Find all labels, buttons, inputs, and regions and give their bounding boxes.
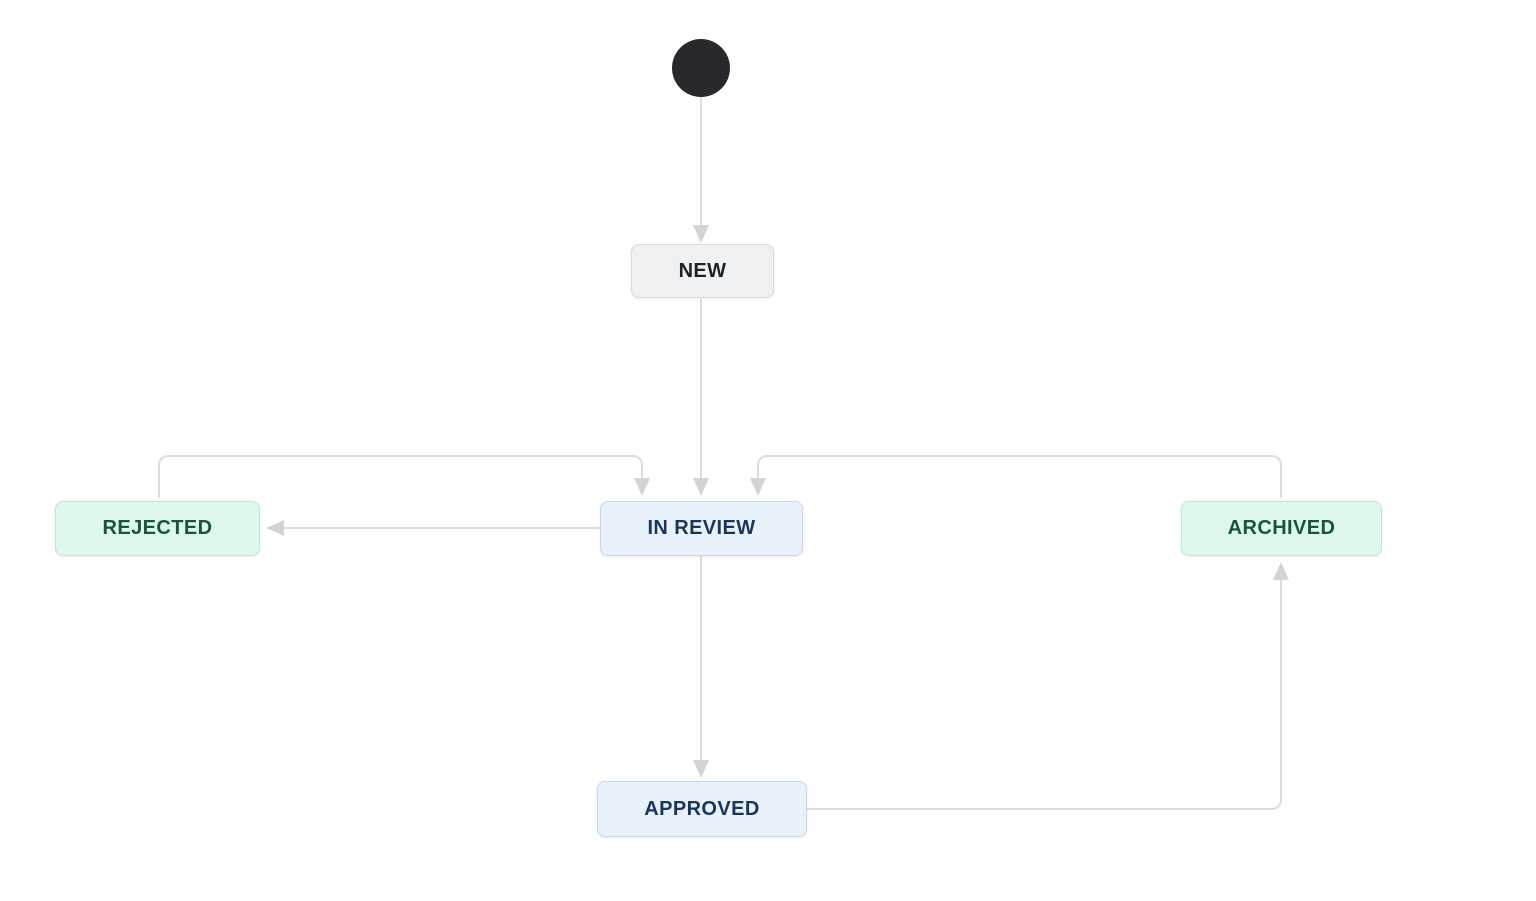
node-label: APPROVED <box>644 797 760 820</box>
node-archived[interactable]: ARCHIVED <box>1181 501 1382 556</box>
node-rejected[interactable]: REJECTED <box>55 501 260 556</box>
transition-archived-to-inreview[interactable] <box>750 455 1282 498</box>
transition-inreview-to-approved[interactable] <box>693 556 709 778</box>
node-label: IN REVIEW <box>647 517 756 539</box>
node-label: ARCHIVED <box>1227 517 1336 539</box>
node-in-review[interactable]: IN REVIEW <box>600 501 803 556</box>
start-node[interactable] <box>672 39 730 97</box>
transition-approved-to-archived[interactable] <box>807 562 1289 810</box>
transition-new-to-inreview[interactable] <box>693 299 709 496</box>
node-new[interactable]: NEW <box>631 244 774 298</box>
transition-inreview-to-rejected[interactable] <box>266 520 600 536</box>
node-approved[interactable]: APPROVED <box>597 781 807 837</box>
node-label: REJECTED <box>102 517 213 539</box>
transition-rejected-to-inreview[interactable] <box>158 455 650 498</box>
transition-start-to-new[interactable] <box>693 97 709 243</box>
node-label: NEW <box>678 259 727 282</box>
